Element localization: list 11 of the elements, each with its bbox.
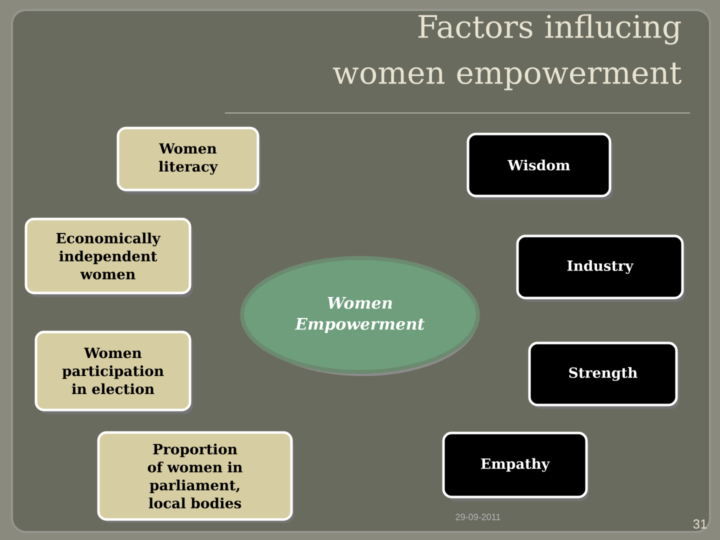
factor-box: Women participation in election [34,330,192,412]
date-label: 29-09-2011 [456,514,500,520]
quality-box: Strength [528,342,678,406]
factor-box: Economically independent women [24,218,192,294]
factor-box: Women literacy [116,126,260,192]
quality-box: Empathy [442,432,588,498]
slide-title: Factors influcing women empowerment [332,14,682,90]
quality-box: Industry [516,234,684,300]
factor-box: Proportion of women in parliament, local bodies [97,431,293,521]
quality-box: Wisdom [466,132,612,198]
page-number: 31 [693,519,707,529]
